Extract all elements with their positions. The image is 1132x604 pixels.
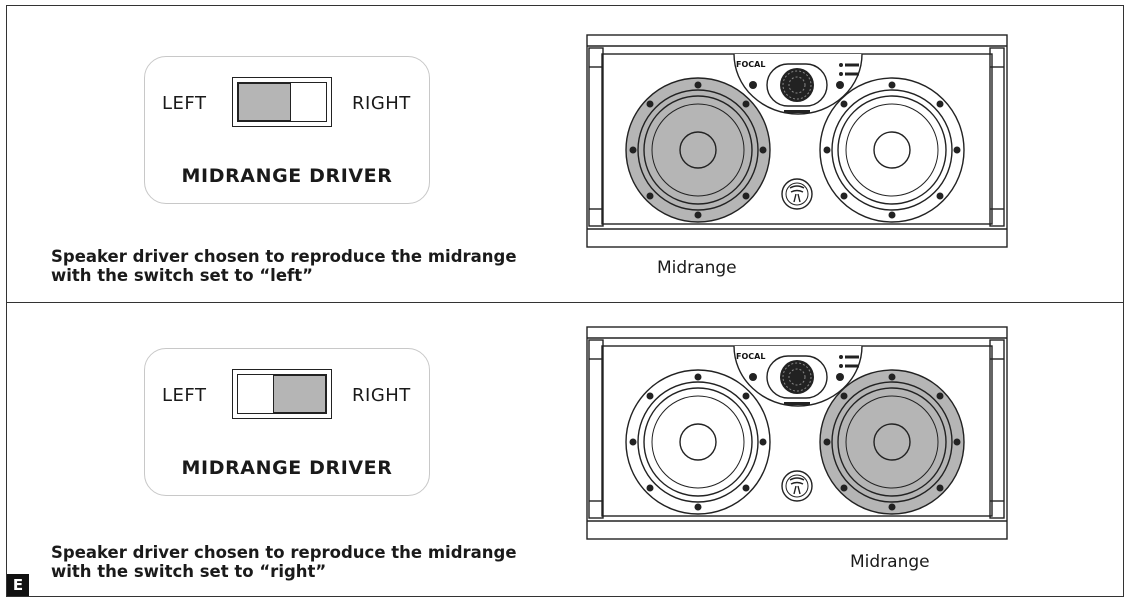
woofer-screw — [888, 211, 896, 219]
woofer-screw — [840, 484, 848, 492]
woofer-dust-cap — [873, 423, 911, 461]
screw — [749, 373, 757, 381]
left-woofer — [625, 369, 771, 515]
woofer-screw — [742, 192, 750, 200]
panel-left-setting: LEFT RIGHT MIDRANGE DRIVER Speaker drive… — [7, 6, 1123, 303]
woofer-screw — [840, 392, 848, 400]
woofer-screw — [742, 484, 750, 492]
caption-line-1: Speaker driver chosen to reproduce the m… — [51, 247, 517, 266]
woofer-screw — [629, 146, 637, 154]
left-woofer — [625, 77, 771, 223]
woofer-screw — [888, 373, 896, 381]
tweeter-dome — [780, 68, 814, 102]
tweeter-label-plate — [784, 110, 810, 113]
switch-knob — [273, 375, 326, 413]
woofer-screw — [694, 373, 702, 381]
woofer-screw — [936, 392, 944, 400]
woofer-screw — [953, 438, 961, 446]
midrange-toggle-switch — [232, 369, 332, 419]
focal-emblem-mark — [789, 477, 805, 495]
led-indicator — [839, 63, 843, 67]
woofer-screw — [694, 503, 702, 511]
screw — [836, 373, 844, 381]
screw — [836, 81, 844, 89]
focal-emblem-mark — [789, 185, 805, 203]
woofer-screw — [936, 192, 944, 200]
panel-right-setting: LEFT RIGHT MIDRANGE DRIVER Speaker drive… — [7, 302, 1123, 596]
woofer-screw — [936, 484, 944, 492]
woofer-screw — [759, 146, 767, 154]
led-indicator — [839, 355, 843, 359]
right-rail — [989, 47, 1005, 227]
switch-knob — [238, 83, 291, 121]
woofer-screw — [953, 146, 961, 154]
led-label — [845, 355, 859, 359]
woofer-screw — [840, 100, 848, 108]
woofer-dust-cap — [873, 131, 911, 169]
tweeter-grille — [782, 70, 812, 100]
right-woofer — [819, 369, 965, 515]
left-rail — [588, 339, 604, 519]
tweeter-dome — [780, 360, 814, 394]
midrange-label: Midrange — [850, 552, 930, 572]
caption-line-2: with the switch set to “left” — [51, 266, 313, 285]
woofer-screw — [694, 211, 702, 219]
switch-left-label: LEFT — [162, 93, 207, 114]
led-label — [845, 72, 859, 76]
tweeter-grille-inner — [788, 76, 806, 94]
led-indicator — [839, 72, 843, 76]
woofer-screw — [936, 100, 944, 108]
focal-emblem-inner — [785, 474, 809, 498]
woofer-screw — [840, 192, 848, 200]
caption: Speaker driver chosen to reproduce the m… — [51, 543, 517, 581]
woofer-screw — [646, 392, 654, 400]
switch-card: LEFT RIGHT MIDRANGE DRIVER — [144, 56, 430, 204]
tweeter-grille — [782, 362, 812, 392]
figure-letter: E — [7, 574, 29, 596]
woofer-screw — [646, 192, 654, 200]
focal-emblem-inner — [785, 182, 809, 206]
focal-logo-text: FOCAL — [736, 352, 765, 361]
switch-right-label: RIGHT — [352, 93, 411, 114]
caption-line-1: Speaker driver chosen to reproduce the m… — [51, 543, 517, 562]
woofer-screw — [823, 146, 831, 154]
woofer-screw — [888, 81, 896, 89]
center-speaker-illustration: FOCAL — [586, 34, 1008, 248]
woofer-screw — [888, 503, 896, 511]
woofer-screw — [742, 100, 750, 108]
right-rail — [989, 339, 1005, 519]
woofer-screw — [694, 81, 702, 89]
switch-title: MIDRANGE DRIVER — [181, 165, 393, 187]
woofer-screw — [742, 392, 750, 400]
woofer-screw — [823, 438, 831, 446]
woofer-screw — [646, 100, 654, 108]
focal-logo-text: FOCAL — [736, 60, 765, 69]
caption-line-2: with the switch set to “right” — [51, 562, 327, 581]
screw — [749, 81, 757, 89]
switch-title: MIDRANGE DRIVER — [181, 457, 393, 479]
woofer-screw — [646, 484, 654, 492]
left-rail — [588, 47, 604, 227]
woofer-screw — [629, 438, 637, 446]
tweeter-grille-inner — [788, 368, 806, 386]
right-woofer — [819, 77, 965, 223]
woofer-screw — [759, 438, 767, 446]
tweeter-label-plate — [784, 402, 810, 405]
woofer-dust-cap — [679, 131, 717, 169]
midrange-toggle-switch — [232, 77, 332, 127]
woofer-dust-cap — [679, 423, 717, 461]
switch-card: LEFT RIGHT MIDRANGE DRIVER — [144, 348, 430, 496]
led-indicator — [839, 364, 843, 368]
midrange-label: Midrange — [657, 258, 737, 278]
led-label — [845, 63, 859, 67]
switch-left-label: LEFT — [162, 385, 207, 406]
switch-right-label: RIGHT — [352, 385, 411, 406]
led-label — [845, 364, 859, 368]
caption: Speaker driver chosen to reproduce the m… — [51, 247, 517, 285]
figure-frame: LEFT RIGHT MIDRANGE DRIVER Speaker drive… — [6, 5, 1124, 597]
center-speaker-illustration: FOCAL — [586, 326, 1008, 540]
